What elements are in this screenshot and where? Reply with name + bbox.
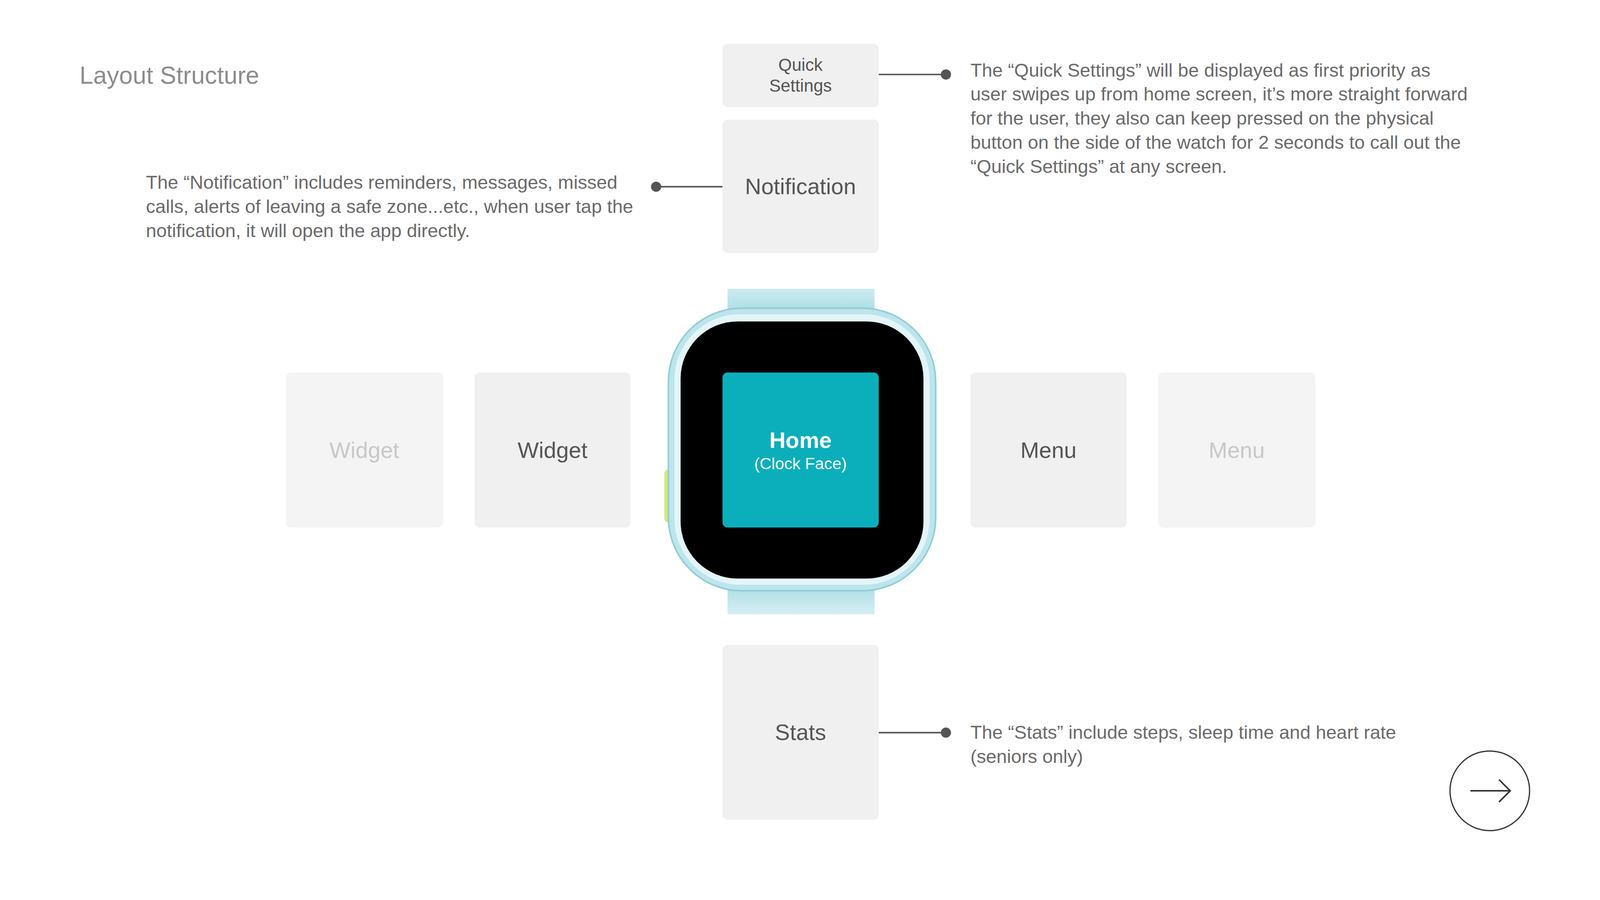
box-sublabel: (Clock Face) [754, 453, 847, 474]
watch-screen [680, 321, 924, 579]
box-label: Menu [1208, 436, 1265, 464]
box-label: Quick Settings [749, 54, 852, 97]
annotation-note: The “Stats” include steps, sleep time an… [970, 720, 1425, 769]
watch-illustration [664, 288, 936, 615]
screen-box: Notification [722, 119, 879, 254]
watch-rim [674, 314, 930, 585]
box-label: Menu [1020, 436, 1077, 464]
home-box: Home(Clock Face) [722, 372, 879, 528]
faded-screen-box: Menu [1158, 372, 1316, 528]
screen-box: Stats [722, 645, 879, 820]
faded-screen-box: Widget [285, 372, 443, 528]
next-arrow [1470, 779, 1511, 803]
next-circle [1450, 750, 1530, 831]
watch-bezel [668, 308, 936, 591]
screen-box: Widget [474, 372, 631, 528]
leader-dot [940, 69, 951, 80]
leader-dot [650, 181, 661, 192]
leader-lines [650, 69, 951, 738]
annotation-note: The “Notification” includes reminders, m… [145, 170, 640, 243]
box-label: Home [769, 426, 832, 454]
next-button [1450, 750, 1530, 831]
box-label: Stats [775, 718, 827, 746]
box-label: Widget [329, 436, 400, 464]
leader-line [656, 185, 723, 188]
leader-line [878, 732, 947, 734]
screen-box: Quick Settings [722, 43, 879, 108]
leader-line [878, 73, 947, 76]
leader-dot [940, 727, 951, 738]
annotation-note: The “Quick Settings” will be displayed a… [970, 58, 1469, 179]
box-label: Widget [517, 436, 588, 464]
screen-box: Menu [970, 372, 1127, 528]
box-label: Notification [745, 172, 856, 200]
diagram-title: Layout Structure [79, 61, 260, 90]
